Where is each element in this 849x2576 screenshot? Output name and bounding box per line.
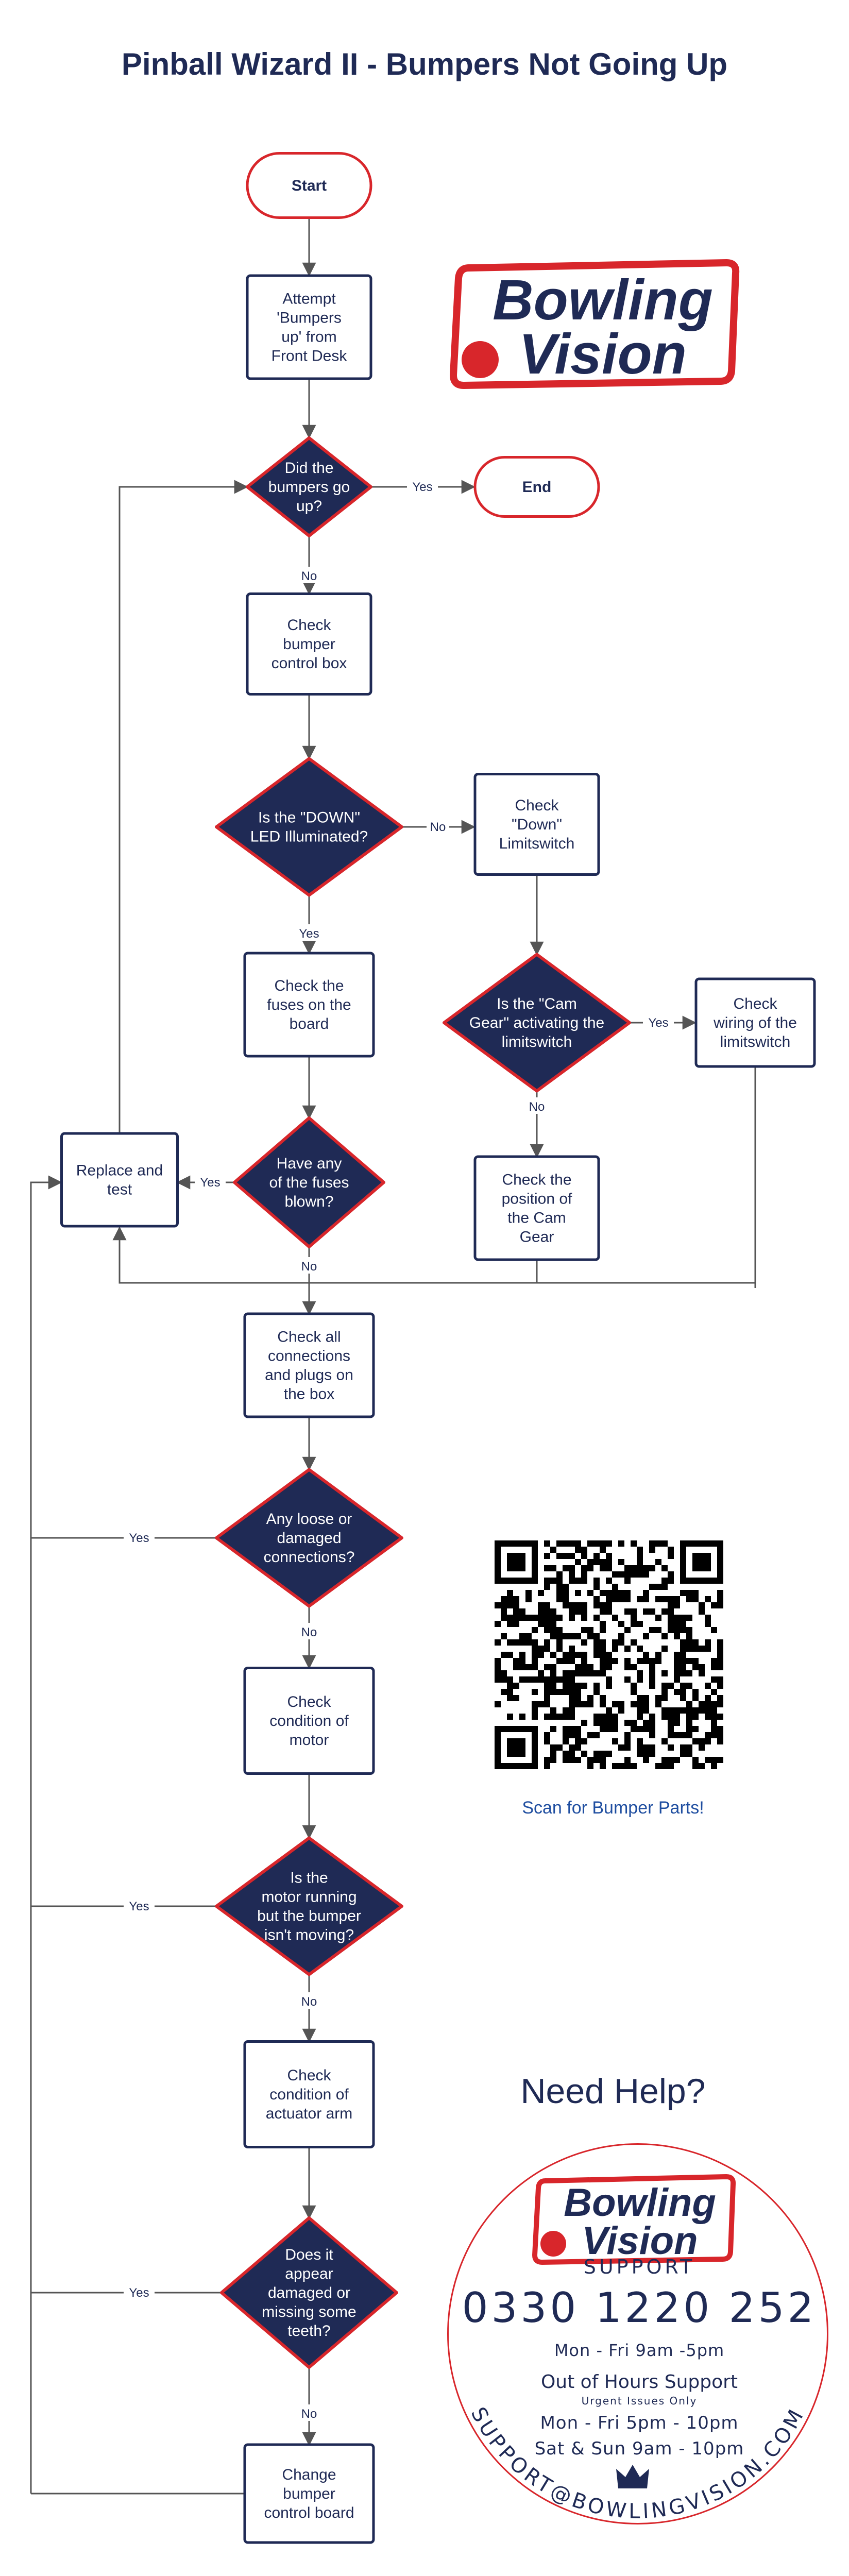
connector <box>118 480 248 1133</box>
svg-text:Yes: Yes <box>129 1900 149 1913</box>
qr-caption: Scan for Bumper Parts! <box>522 1798 704 1818</box>
qr-code[interactable] <box>489 1535 728 1774</box>
logo-word-2: Vision <box>519 323 687 386</box>
node-label: End <box>522 479 552 496</box>
urgent-note: Urgent Issues Only <box>581 2395 698 2407</box>
svg-text:No: No <box>301 1995 317 2009</box>
edge-label: Yes <box>643 1013 674 1030</box>
edge-label: Yes <box>124 1897 155 1913</box>
edge-label: Yes <box>124 2283 155 2300</box>
node-label: Check"Down"Limitswitch <box>499 797 575 852</box>
svg-text:No: No <box>301 569 317 583</box>
out-of-hours-weekday: Mon - Fri 5pm - 10pm <box>540 2413 739 2433</box>
svg-text:No: No <box>430 820 446 834</box>
support-label: SUPPORT <box>583 2256 695 2278</box>
bowling-ball-icon <box>462 341 499 378</box>
edge-label: No <box>298 2404 320 2421</box>
svg-text:No: No <box>529 1100 545 1114</box>
support-hours: Mon - Fri 9am -5pm <box>554 2341 725 2360</box>
node-q-led: Is the "DOWN"LED Illuminated? <box>215 757 403 897</box>
need-help-heading: Need Help? <box>520 2072 706 2111</box>
node-start: Start <box>246 152 372 219</box>
out-of-hours-title: Out of Hours Support <box>540 2371 738 2393</box>
svg-text:Yes: Yes <box>412 480 432 494</box>
edge-label: No <box>525 1097 548 1114</box>
support-seal: SUPPORT 0330 1220 252 Mon - Fri 9am -5pm… <box>447 2143 828 2524</box>
svg-text:Yes: Yes <box>200 1176 220 1190</box>
edge-label: Yes <box>407 478 438 494</box>
node-label: Is the "DOWN"LED Illuminated? <box>250 809 368 845</box>
node-label: Start <box>292 177 327 194</box>
node-end: End <box>473 456 600 518</box>
svg-text:No: No <box>301 1260 317 1274</box>
svg-text:Yes: Yes <box>299 927 319 941</box>
out-of-hours-weekend: Sat & Sun 9am - 10pm <box>534 2438 744 2459</box>
svg-text:No: No <box>301 2407 317 2421</box>
edge-label: No <box>298 1992 320 2009</box>
bowling-vision-logo: Bowling Vision <box>449 259 740 389</box>
connector <box>30 1175 62 2494</box>
edge-label: No <box>298 1623 320 1639</box>
edge-label: Yes <box>195 1173 226 1190</box>
edge-label: No <box>427 818 449 834</box>
edge-label: Yes <box>124 1529 155 1545</box>
edge-label: Yes <box>294 924 325 941</box>
edge-label: No <box>298 567 320 583</box>
svg-text:Yes: Yes <box>129 2286 149 2300</box>
node-check-down: Check"Down"Limitswitch <box>473 773 600 876</box>
svg-text:No: No <box>301 1625 317 1639</box>
svg-text:Yes: Yes <box>648 1016 668 1030</box>
svg-text:Yes: Yes <box>129 1531 149 1545</box>
logo-word-1: Bowling <box>493 268 713 332</box>
page-title: Pinball Wizard II - Bumpers Not Going Up <box>121 47 728 81</box>
support-phone[interactable]: 0330 1220 252 <box>462 2284 817 2332</box>
edge-label: No <box>298 1257 320 1274</box>
connector <box>112 1226 340 1284</box>
